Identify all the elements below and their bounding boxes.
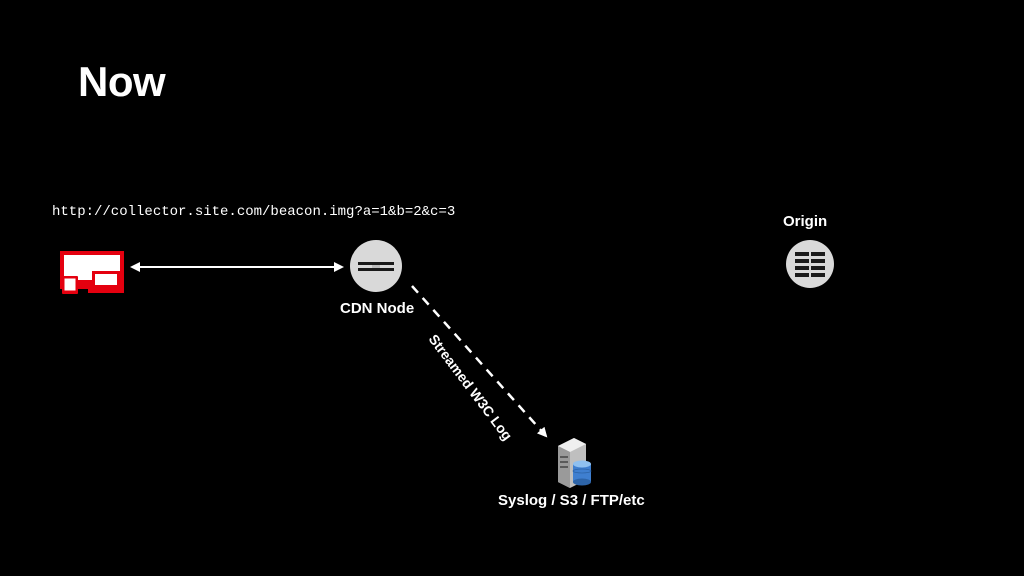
stream-log-arrow [411, 285, 548, 438]
beacon-url: http://collector.site.com/beacon.img?a=1… [52, 204, 456, 220]
database-server-icon [558, 438, 592, 488]
cdn-node-label: CDN Node [340, 300, 415, 317]
origin-label: Origin [783, 213, 828, 230]
cdn-node-icon [350, 240, 402, 292]
slide-title: Now [78, 58, 166, 105]
storage-label: Syslog / S3 / FTP/etc [498, 492, 645, 509]
devices-icon [60, 251, 124, 294]
origin-server-icon [786, 240, 834, 288]
